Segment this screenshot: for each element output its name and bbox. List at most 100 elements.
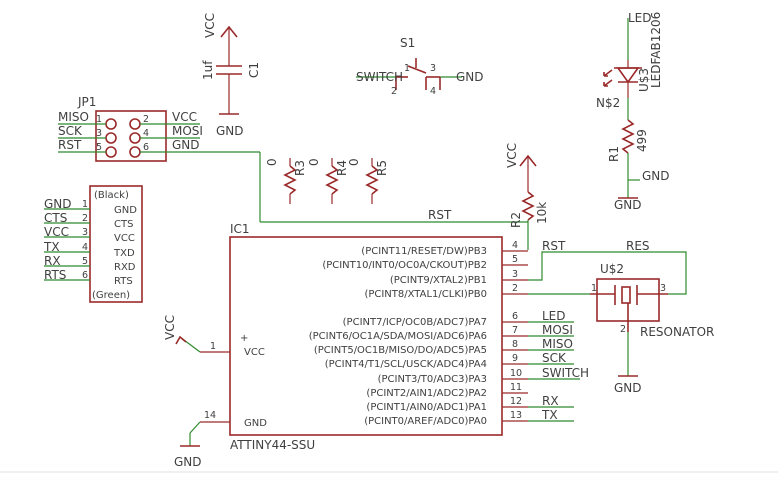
ftdi-net-2: CTS bbox=[44, 211, 67, 225]
net-miso-label: MISO bbox=[542, 337, 573, 351]
ic1-pin-name-2: (PCINT8/XTAL1/CLKI)PB0 bbox=[364, 289, 487, 300]
ic1-pin-num-8: 8 bbox=[512, 339, 518, 350]
isp-header-jp1[interactable]: JP1 MISO SCK RST VCC MOSI GND 1 2 3 4 5 … bbox=[58, 95, 260, 162]
ftdi-net-3: VCC bbox=[44, 225, 69, 239]
resistor-r5[interactable]: 0 R5 bbox=[347, 158, 389, 204]
ftdi-top-label: (Black) bbox=[94, 190, 129, 201]
u2-pin-2: 2 bbox=[620, 324, 626, 335]
jp1-pin-1: 1 bbox=[96, 114, 102, 125]
jp1-ref: JP1 bbox=[77, 95, 96, 109]
ic1-vcc-pin-name: VCC bbox=[244, 347, 265, 358]
jp1-left-net-1: MISO bbox=[58, 110, 89, 124]
ftdi-pin-2: 2 bbox=[82, 213, 88, 224]
s1-pin4: 4 bbox=[430, 86, 436, 97]
ftdi-name-2: CTS bbox=[114, 219, 133, 230]
r4-ref: R4 bbox=[335, 160, 349, 176]
ftdi-pin-1: 1 bbox=[82, 199, 88, 210]
net-sck-label: SCK bbox=[542, 351, 567, 365]
ic1-pin-num-11: 11 bbox=[510, 382, 522, 393]
capacitor-c1[interactable]: VCC 1uf C1 GND bbox=[201, 13, 261, 138]
ic1-vcc-label: VCC bbox=[163, 315, 177, 340]
ic1-pin-name-5: (PCINT10/INT0/OC0A/CKOUT)PB2 bbox=[322, 260, 487, 271]
ftdi-net-1: GND bbox=[44, 197, 72, 211]
r4-value: 0 bbox=[307, 158, 321, 166]
ic1-gnd-label: GND bbox=[174, 455, 202, 469]
net-switch-label: SWITCH bbox=[542, 366, 589, 380]
s1-pin3: 3 bbox=[430, 63, 436, 74]
u2-pin-1: 1 bbox=[591, 283, 597, 294]
ic1-pin-num-5: 5 bbox=[512, 254, 518, 265]
led-ref: U$3 bbox=[637, 68, 651, 92]
ic1-pin-num-10: 10 bbox=[510, 368, 522, 379]
r1-gnd-label-right: GND bbox=[642, 169, 670, 183]
ftdi-name-4: TXD bbox=[113, 248, 135, 259]
ic1-pin-name-13: (PCINT0/AREF/ADC0)PA0 bbox=[364, 416, 487, 427]
ic1-pin-num-9: 9 bbox=[512, 353, 518, 364]
ic1-pin-name-7: (PCINT6/OC1A/SDA/MOSI/ADC6)PA6 bbox=[309, 331, 487, 342]
ic1-pin-num-13: 13 bbox=[510, 410, 522, 421]
ftdi-pin-5: 5 bbox=[82, 256, 88, 267]
ftdi-name-6: RTS bbox=[114, 276, 133, 287]
r5-value: 0 bbox=[347, 158, 361, 166]
s1-pin1: 1 bbox=[404, 63, 410, 74]
ic1-value: ATTINY44-SSU bbox=[230, 438, 315, 452]
ic1-pin-name-9: (PCINT4/T1/SCL/USCK/ADC4)PA4 bbox=[325, 359, 487, 370]
resistor-r4[interactable]: 0 R4 bbox=[307, 158, 349, 204]
led-value: LEDFAB1206 bbox=[649, 12, 663, 88]
net-tx-label: TX bbox=[541, 408, 558, 422]
c1-gnd-label: GND bbox=[216, 124, 244, 138]
c1-ref: C1 bbox=[247, 62, 261, 78]
jp1-right-net-3: GND bbox=[172, 138, 200, 152]
jp1-left-net-2: SCK bbox=[58, 124, 83, 138]
c1-value: 1uf bbox=[201, 60, 215, 80]
switch-s1[interactable]: S1 SWITCH 1 3 2 4 GND bbox=[356, 36, 484, 97]
net-rx-label: RX bbox=[542, 394, 559, 408]
ic1-pin-14: 14 bbox=[204, 410, 216, 421]
r1-ref: R1 bbox=[607, 146, 621, 162]
ic1-pin-num-12: 12 bbox=[510, 396, 522, 407]
ic1-pin-num-7: 7 bbox=[512, 325, 518, 336]
ftdi-header[interactable]: (Black) (Green) GND CTS VCC TX RX RTS 1 … bbox=[43, 185, 143, 303]
jp1-left-net-3: RST bbox=[58, 138, 82, 152]
ic1-pin-name-11: (PCINT2/AIN1/ADC2)PA2 bbox=[366, 388, 487, 399]
net-led-label: LED bbox=[542, 309, 566, 323]
resistor-r3[interactable]: 0 R3 bbox=[265, 158, 307, 204]
u2-pin-3: 3 bbox=[660, 283, 666, 294]
resistor-r2[interactable]: VCC 10k R2 RST bbox=[505, 143, 566, 253]
jp1-pin-2: 2 bbox=[143, 114, 149, 125]
ic1-pin-1: 1 bbox=[210, 341, 216, 352]
ftdi-name-1: GND bbox=[114, 205, 137, 216]
jp1-right-net-1: VCC bbox=[172, 110, 197, 124]
s1-gnd-label: GND bbox=[456, 70, 484, 84]
ic1-pin-num-6: 6 bbox=[512, 311, 518, 322]
net-n2-label: N$2 bbox=[596, 96, 620, 110]
jp1-pin-5: 5 bbox=[96, 142, 102, 153]
ftdi-net-6: RTS bbox=[44, 268, 66, 282]
led-net-label: LED bbox=[628, 11, 652, 25]
ftdi-name-5: RXD bbox=[114, 262, 136, 273]
ic1-pin-num-2: 2 bbox=[512, 283, 518, 294]
resonator-u2[interactable]: U$2 RESONATOR 1 3 2 GND bbox=[590, 262, 714, 395]
r2-ref: R2 bbox=[509, 212, 523, 228]
ic1-gnd-pin-name: GND bbox=[244, 418, 267, 429]
r1-gnd-label: GND bbox=[614, 198, 642, 212]
u2-ref: U$2 bbox=[600, 262, 624, 276]
u2-gnd-label: GND bbox=[614, 381, 642, 395]
ic1-attiny44[interactable]: IC1 ATTINY44-SSU + VCC GND 1 VCC 14 GND bbox=[163, 222, 589, 469]
ic1-pin-name-3: (PCINT9/XTAL2)PB1 bbox=[390, 275, 487, 286]
r3-ref: R3 bbox=[293, 160, 307, 176]
rst-net-label: RST bbox=[428, 208, 452, 222]
r3-value: 0 bbox=[265, 158, 279, 166]
led-u3[interactable]: LED LEDFAB1206 U$3 bbox=[603, 11, 663, 98]
r1-value: 499 bbox=[635, 129, 649, 152]
resistor-r1[interactable]: N$2 R1 499 GND GND bbox=[596, 96, 670, 212]
r2-rst-label: RST bbox=[542, 239, 566, 253]
net-mosi-label: MOSI bbox=[542, 323, 573, 337]
jp1-pin-3: 3 bbox=[96, 128, 102, 139]
s1-pin2: 2 bbox=[391, 86, 397, 97]
ic1-plus: + bbox=[240, 333, 248, 344]
ftdi-pin-6: 6 bbox=[82, 270, 88, 281]
ftdi-net-5: RX bbox=[44, 254, 61, 268]
jp1-pin-4: 4 bbox=[143, 128, 149, 139]
